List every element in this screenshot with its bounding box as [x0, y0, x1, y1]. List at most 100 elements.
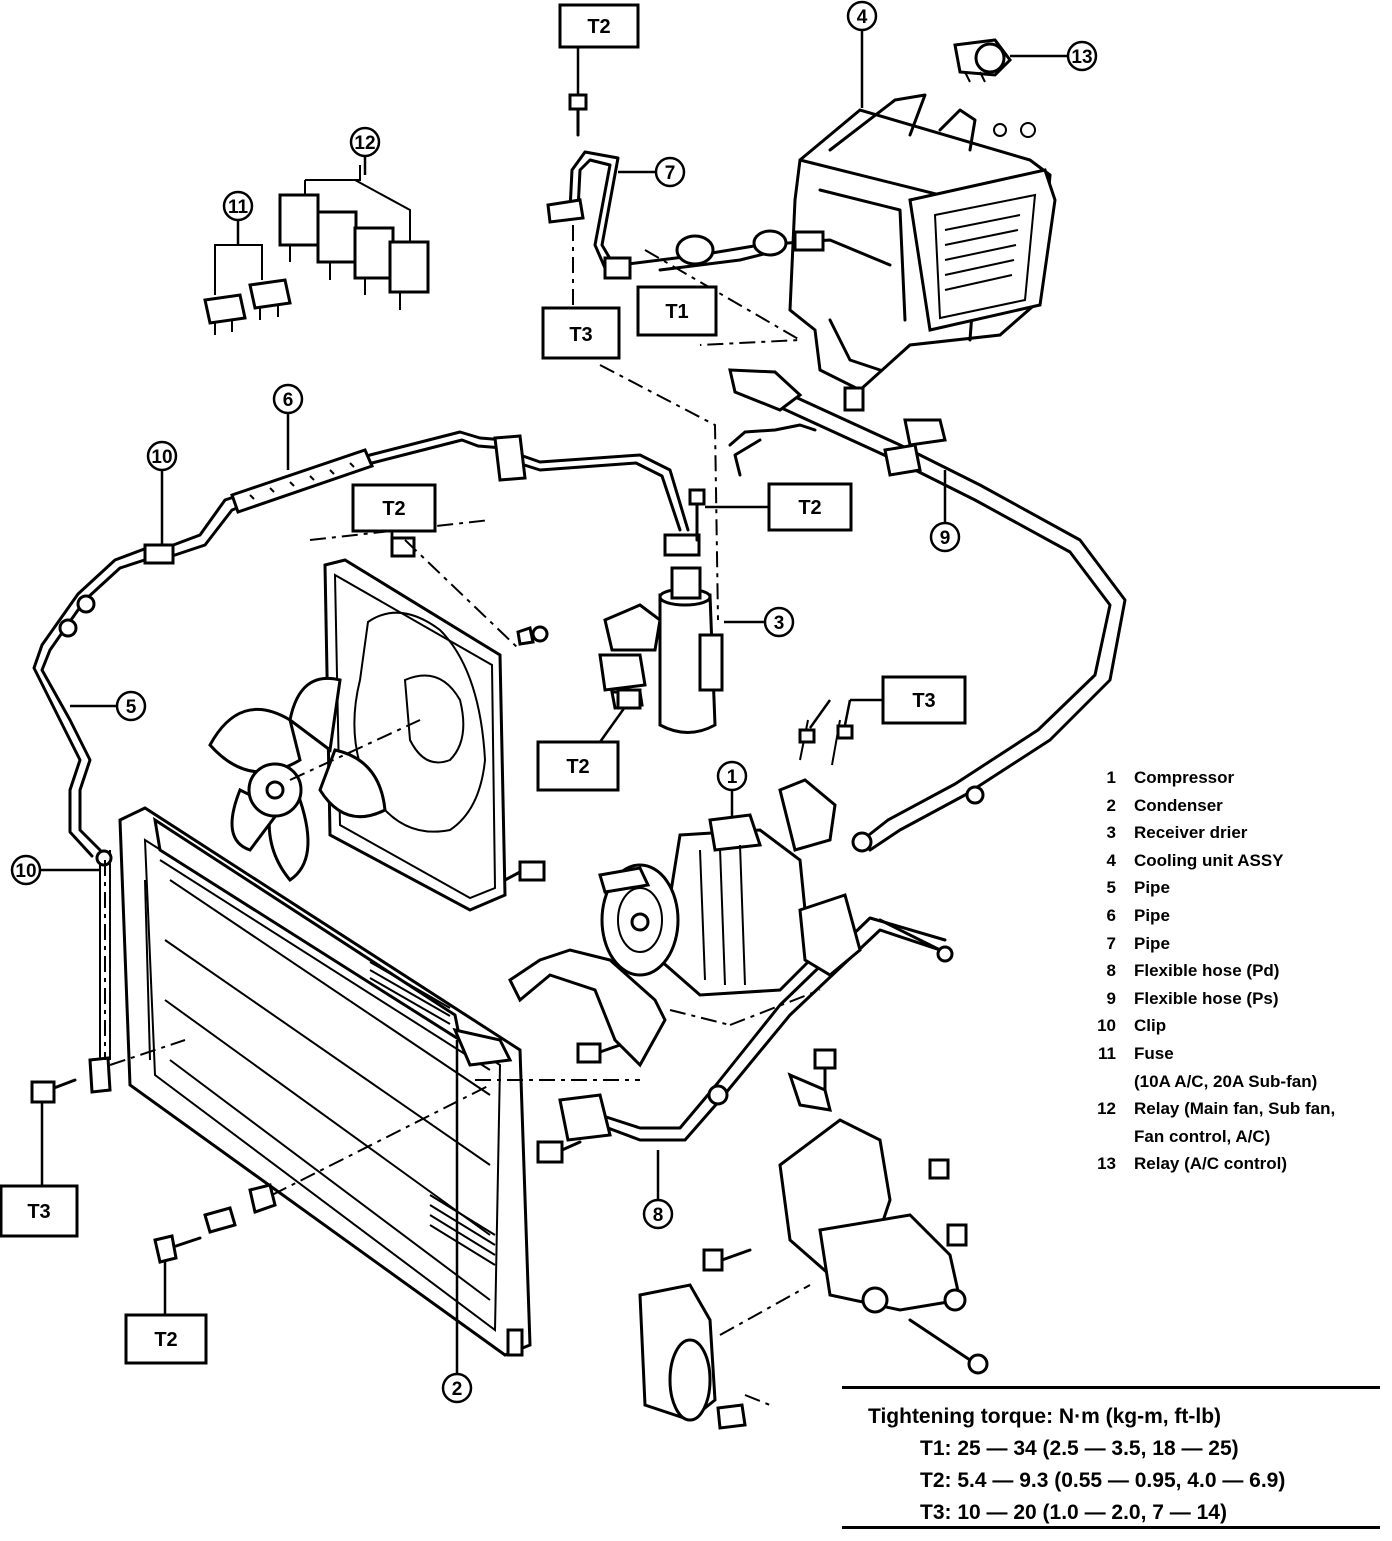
torque-title: Tightening torque: N·m (kg-m, ft-lb) — [868, 1405, 1222, 1428]
fan-shroud-drawing — [323, 558, 507, 912]
legend-number: 3 — [1106, 823, 1116, 843]
callout-7: 7 — [618, 156, 686, 188]
compressor-drawing — [598, 778, 862, 997]
legend-item: 9 Flexible hose (Ps) — [1082, 985, 1382, 1013]
callout-10-upper: 10 — [146, 440, 178, 545]
flexible-hose-9-drawing — [599, 364, 1127, 853]
legend-text: Condenser — [1134, 795, 1223, 815]
legend-item: Fan control, A/C) — [1082, 1123, 1382, 1151]
legend-number: 7 — [1106, 933, 1116, 953]
fuse-group-drawing — [203, 244, 292, 335]
callout-label: 6 — [283, 390, 294, 411]
legend-item: 13 Relay (A/C control) — [1082, 1150, 1382, 1178]
torque-tag-t2-drier-bottom: T2 — [536, 740, 620, 792]
torque-row-t3: T3: 10 — 20 (1.0 — 2.0, 7 — 14) — [920, 1501, 1227, 1524]
tag-leaders — [390, 488, 883, 743]
torque-tag-t3-pipe7: T3 — [541, 306, 621, 360]
pipe-7-drawing — [546, 150, 632, 305]
legend-number: 6 — [1106, 905, 1116, 925]
expansion-valve-drawing — [618, 229, 892, 346]
legend-number: 11 — [1098, 1043, 1116, 1063]
torque-tag-label: T2 — [587, 16, 610, 38]
torque-row-t1: T1: 25 — 34 (2.5 — 3.5, 18 — 25) — [920, 1437, 1239, 1460]
callout-11: 11 — [222, 190, 254, 245]
legend-number: 9 — [1106, 988, 1116, 1008]
legend-text: Clip — [1134, 1016, 1167, 1036]
legend-item: 11 Fuse — [1082, 1040, 1382, 1068]
callout-label: 5 — [126, 697, 137, 718]
legend-number: 5 — [1106, 878, 1116, 898]
callout-12: 12 — [349, 126, 381, 175]
callout-1: 1 — [716, 760, 748, 792]
legend-number: 12 — [1097, 1099, 1116, 1119]
callout-label: 2 — [452, 1379, 463, 1400]
legend-number: 10 — [1097, 1016, 1116, 1036]
legend-item: 3 Receiver drier — [1082, 819, 1382, 847]
torque-tag-t3-compressor: T3 — [881, 675, 967, 725]
callout-3: 3 — [763, 606, 795, 638]
pipe-5-drawing — [32, 543, 175, 858]
torque-tag-t2-condenser: T2 — [124, 1313, 208, 1365]
callout-2: 2 — [441, 1040, 473, 1404]
relay-group-drawing — [278, 165, 430, 310]
torque-tag-label: T2 — [382, 498, 405, 520]
ac-control-relay-drawing — [953, 38, 1012, 83]
legend-text: Receiver drier — [1134, 823, 1248, 843]
torque-tag-label: T2 — [798, 497, 821, 519]
torque-tag-t3-condenser: T3 — [0, 1184, 79, 1238]
legend-text: Pipe — [1134, 933, 1170, 953]
torque-tag-label: T1 — [665, 301, 688, 323]
compressor-bracket-drawing — [508, 948, 821, 1068]
callout-label: 1 — [727, 767, 738, 788]
legend-item: 10 Clip — [1082, 1012, 1382, 1040]
callout-label: 11 — [228, 197, 249, 218]
legend-text: Relay (A/C control) — [1134, 1154, 1288, 1174]
assembly-centerlines — [104, 519, 521, 1060]
torque-tag-label: T3 — [27, 1201, 50, 1223]
tightening-torque-panel: Tightening torque: N·m (kg-m, ft-lb) T1:… — [842, 1386, 1380, 1541]
legend-number: 2 — [1106, 795, 1116, 815]
callout-label: 13 — [1071, 47, 1092, 68]
legend-number: 1 — [1106, 768, 1116, 787]
legend-item: 12 Relay (Main fan, Sub fan, — [1082, 1095, 1382, 1123]
torque-tag-t2-fan: T2 — [351, 483, 437, 533]
legend-number: 4 — [1106, 850, 1116, 870]
legend-text: Relay (Main fan, Sub fan, — [1134, 1099, 1336, 1119]
cooling-unit-assy-drawing — [788, 93, 1057, 392]
legend-text: Compressor — [1134, 768, 1235, 787]
condenser-mount-bolts-drawing — [30, 1039, 491, 1315]
torque-tag-t2-drier-top: T2 — [767, 482, 853, 532]
callout-label: 8 — [653, 1205, 664, 1226]
torque-tag-t2-top: T2 — [558, 3, 640, 49]
callout-label: 10 — [151, 447, 172, 468]
flexible-hose-8-drawing — [475, 916, 947, 1200]
callout-5: 5 — [70, 690, 147, 722]
legend-text: Fan control, A/C) — [1134, 1126, 1271, 1146]
legend-item: 2 Condenser — [1082, 792, 1382, 820]
callout-label: 9 — [940, 528, 951, 549]
condenser-drawing — [88, 806, 532, 1357]
torque-tag-label: T2 — [566, 756, 589, 778]
callout-13: 13 — [1010, 40, 1098, 72]
fan-blade-drawing — [208, 676, 421, 882]
legend-number — [1082, 1068, 1134, 1096]
legend-number: 13 — [1097, 1154, 1116, 1174]
legend-item: (10A A/C, 20A Sub-fan) — [1082, 1068, 1382, 1096]
torque-row-t2: T2: 5.4 — 9.3 (0.55 — 0.95, 4.0 — 6.9) — [920, 1469, 1286, 1492]
callout-4: 4 — [846, 0, 878, 108]
torque-tag-t1: T1 — [636, 285, 718, 337]
legend-item: 5 Pipe — [1082, 874, 1382, 902]
torque-tag-label: T3 — [569, 324, 592, 346]
legend-number — [1082, 1123, 1134, 1151]
legend-item: 1 Compressor — [1082, 764, 1382, 792]
torque-tag-label: T3 — [912, 690, 935, 712]
legend-text: Flexible hose (Ps) — [1134, 988, 1279, 1008]
legend-text: Pipe — [1134, 878, 1170, 898]
legend-text: Fuse — [1134, 1043, 1174, 1063]
legend-number: 8 — [1106, 961, 1116, 981]
callout-label: 7 — [665, 163, 676, 184]
